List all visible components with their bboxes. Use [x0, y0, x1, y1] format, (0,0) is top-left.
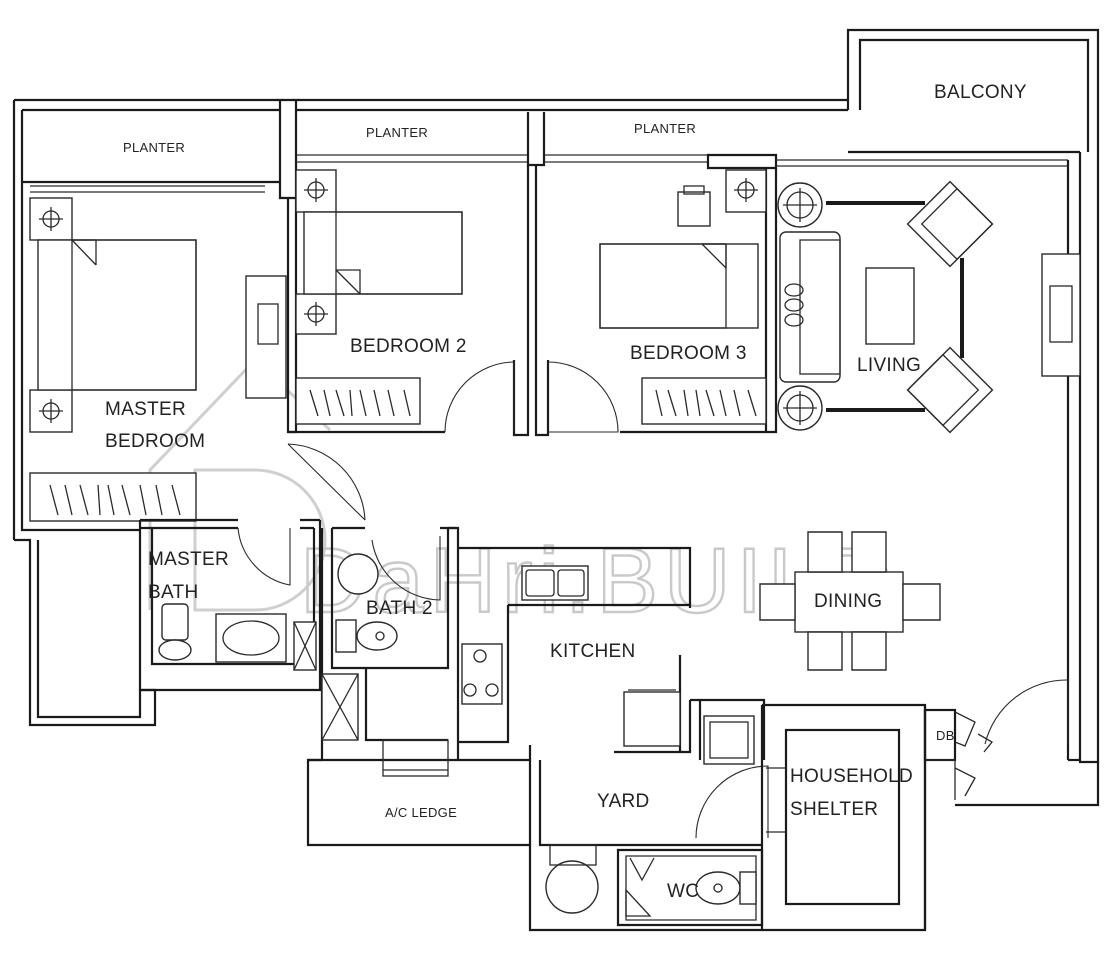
bedroom-2-label: BEDROOM 2	[350, 336, 467, 357]
balcony-label: BALCONY	[934, 82, 1027, 103]
living-area	[777, 180, 1081, 434]
db-label: DB	[936, 728, 955, 743]
household-shelter-label-2: SHELTER	[790, 799, 878, 820]
kitchen-label: KITCHEN	[550, 641, 636, 662]
kitchen	[458, 546, 766, 760]
master-bedroom	[29, 197, 287, 532]
planter-label-3: PLANTER	[634, 121, 696, 136]
household-shelter-label-1: HOUSEHOLD	[790, 766, 913, 787]
living-label: LIVING	[857, 355, 921, 376]
master-bath-label-1: MASTER	[148, 549, 229, 570]
entrance	[923, 679, 1069, 800]
bath-2-label: BATH 2	[366, 598, 433, 619]
bath-2	[320, 526, 460, 777]
dining-label: DINING	[814, 591, 882, 612]
wc	[545, 844, 764, 927]
wc-label: WC	[667, 881, 699, 902]
bedroom-3-label: BEDROOM 3	[630, 343, 747, 364]
bedroom-3	[534, 165, 778, 437]
master-bath-label-2: BATH	[148, 582, 198, 603]
watermark-logo	[148, 357, 332, 612]
household-shelter	[760, 703, 927, 930]
planter-label-2: PLANTER	[366, 125, 428, 140]
corridor-doors	[287, 443, 366, 521]
planter-strip	[22, 100, 1068, 200]
planter-label-1: PLANTER	[123, 140, 185, 155]
yard	[528, 700, 769, 847]
master-bath	[138, 518, 322, 692]
master-bedroom-label-2: BEDROOM	[105, 431, 205, 452]
dining-set	[759, 531, 941, 671]
bedroom-2	[286, 165, 530, 437]
ac-ledge-label: A/C LEDGE	[385, 805, 457, 820]
yard-label: YARD	[597, 791, 650, 812]
master-bedroom-label-1: MASTER	[105, 399, 186, 420]
